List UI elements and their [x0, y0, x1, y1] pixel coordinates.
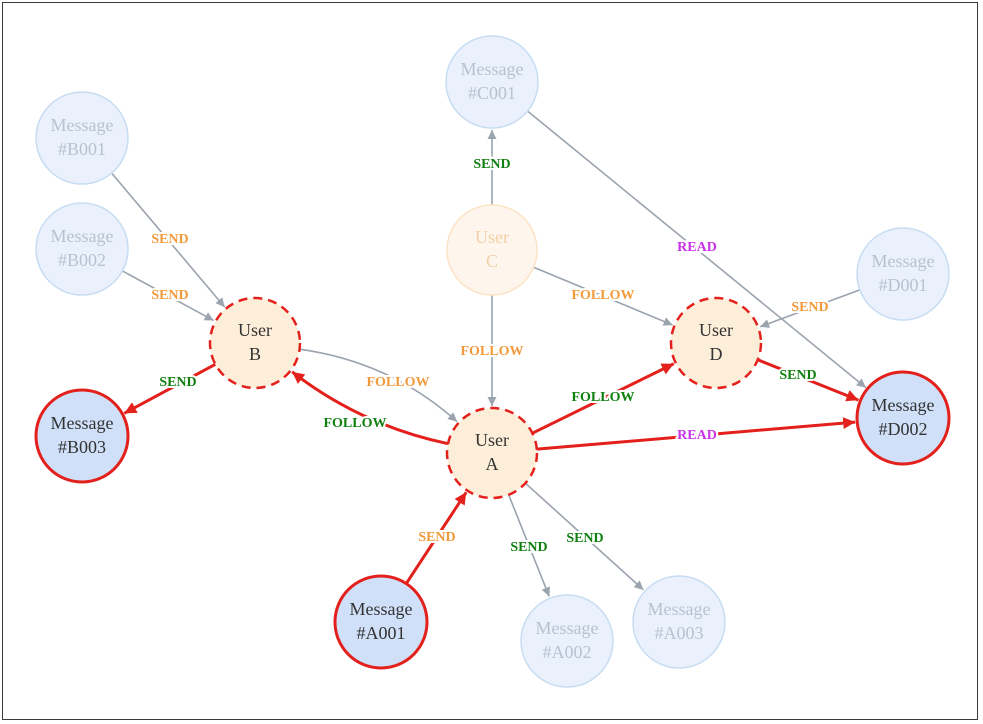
- edge-d001-to-d: [759, 289, 861, 328]
- edge-b-to-b003: [123, 362, 217, 415]
- edge-b-to-a: [299, 348, 458, 423]
- node-circle: [856, 227, 950, 321]
- edge-c001-to-d002: [527, 110, 867, 389]
- node-label-line1: User: [475, 430, 509, 450]
- edge-label-b-to-b003: SEND: [159, 375, 196, 390]
- node-label-line1: Message: [872, 395, 935, 415]
- message-node-c001[interactable]: Message #C001: [445, 35, 539, 129]
- edge-b001-to-b: [111, 172, 226, 308]
- message-node-d002[interactable]: Message #D002: [855, 370, 951, 466]
- edge-a001-to-a: [404, 491, 468, 585]
- node-circle: [35, 91, 129, 185]
- message-node-d001[interactable]: Message #D001: [856, 227, 950, 321]
- node-label-line1: Message: [648, 599, 711, 619]
- node-label-line2: #A001: [357, 623, 406, 643]
- node-circle: [669, 296, 763, 390]
- node-label-line1: User: [238, 320, 272, 340]
- node-label-line2: A: [486, 454, 499, 474]
- edge-label-d-to-d002: SEND: [779, 368, 816, 383]
- node-label-line1: User: [475, 227, 509, 247]
- node-circle: [445, 406, 539, 500]
- edge-label-a-to-d002: READ: [677, 428, 717, 443]
- edge-a-to-d002: [536, 417, 856, 451]
- edge-label-c-to-c001: SEND: [473, 157, 510, 172]
- node-circle: [35, 202, 129, 296]
- message-node-b002[interactable]: Message #B002: [35, 202, 129, 296]
- edge-d-to-d002: [757, 358, 860, 402]
- node-circle: [520, 594, 614, 688]
- edge-b002-to-b: [122, 270, 215, 322]
- node-circle: [34, 388, 130, 484]
- edge-label-c001-to-d002: READ: [677, 240, 717, 255]
- node-label-line2: #B001: [58, 139, 106, 159]
- edge-label-a-to-d: FOLLOW: [571, 390, 634, 405]
- node-circle: [855, 370, 951, 466]
- node-label-line1: Message: [51, 413, 114, 433]
- edge-label-c-to-d: FOLLOW: [571, 288, 634, 303]
- node-label-line1: User: [699, 320, 733, 340]
- edge-label-c-to-a: FOLLOW: [460, 344, 523, 359]
- node-label-line2: #C001: [468, 83, 516, 103]
- node-label-line2: #A002: [543, 642, 592, 662]
- edge-labels-layer: SEND SEND SEND SEND READ FOLLOW FOLLOW SEND SEND…: [149, 155, 830, 557]
- node-label-line1: Message: [536, 618, 599, 638]
- node-circle: [632, 575, 726, 669]
- node-label-line1: Message: [350, 599, 413, 619]
- edge-label-a-to-a002: SEND: [510, 540, 547, 555]
- edge-label-a001-to-a: SEND: [418, 530, 455, 545]
- node-label-line2: #D001: [879, 275, 928, 295]
- edge-a-to-a002: [507, 494, 551, 597]
- node-circle: [208, 296, 302, 390]
- node-label-line2: #D002: [879, 419, 928, 439]
- node-label-line1: Message: [51, 115, 114, 135]
- node-label-line2: #A003: [655, 623, 704, 643]
- node-label-line2: #B003: [58, 437, 106, 457]
- node-circle: [333, 574, 429, 670]
- message-node-a003[interactable]: Message #A003: [632, 575, 726, 669]
- node-label-line1: Message: [461, 59, 524, 79]
- edge-label-b002-to-b: SEND: [151, 288, 188, 303]
- node-label-line2: C: [486, 251, 498, 271]
- edge-a-to-a003: [524, 482, 644, 591]
- edge-label-a-to-b: FOLLOW: [323, 416, 386, 431]
- node-label-line1: Message: [872, 251, 935, 271]
- message-node-b001[interactable]: Message #B001: [35, 91, 129, 185]
- message-node-a002[interactable]: Message #A002: [520, 594, 614, 688]
- message-node-a001[interactable]: Message #A001: [333, 574, 429, 670]
- node-label-line2: D: [710, 344, 723, 364]
- node-label-line2: #B002: [58, 250, 106, 270]
- edge-c-to-d: [533, 266, 673, 326]
- node-label-line2: B: [249, 344, 261, 364]
- edge-a-to-b: [291, 370, 449, 446]
- edges-layer: [111, 110, 867, 597]
- edge-label-b-to-a: FOLLOW: [366, 375, 429, 390]
- message-node-b003[interactable]: Message #B003: [34, 388, 130, 484]
- node-label-line1: Message: [51, 226, 114, 246]
- edge-label-a-to-a003: SEND: [566, 531, 603, 546]
- edge-label-d001-to-d: SEND: [791, 300, 828, 315]
- node-circle: [445, 35, 539, 129]
- edge-label-b001-to-b: SEND: [151, 232, 188, 247]
- node-circle: [446, 204, 538, 296]
- edge-a-to-d: [531, 362, 675, 435]
